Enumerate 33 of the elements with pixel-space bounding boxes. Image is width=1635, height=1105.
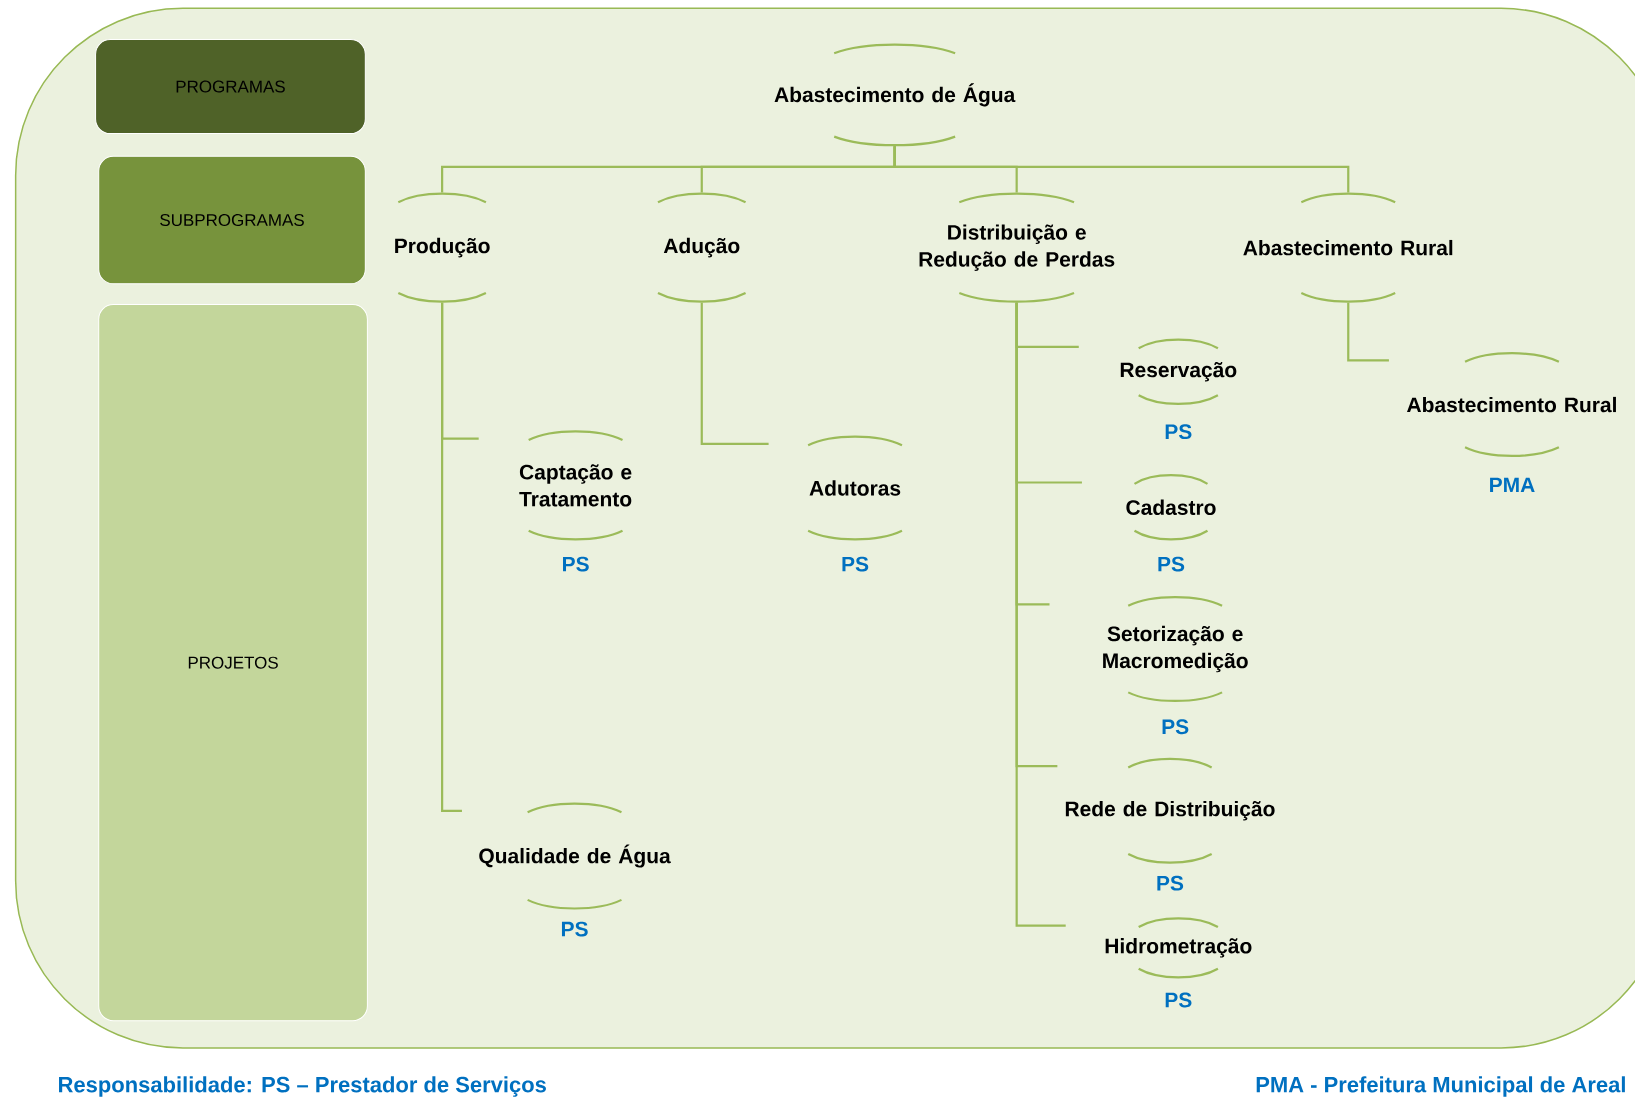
- responsibility-label: PS: [1157, 875, 1184, 891]
- connector-line: [1347, 302, 1389, 362]
- program-node: Hidrometração: [1105, 917, 1252, 979]
- program-node: Distribuição e Redução de Perdas: [919, 192, 1115, 303]
- program-node: Adução: [657, 192, 746, 303]
- program-node: Produção: [395, 192, 490, 303]
- responsibility-label: PS: [842, 556, 869, 572]
- program-node: Rede de Distribuição: [1065, 757, 1275, 864]
- responsibility-label: PMA: [1490, 477, 1535, 492]
- responsibility-label: PS: [1165, 424, 1192, 439]
- connector-line: [441, 302, 462, 812]
- program-node: Setorização e Macromedição: [1103, 596, 1248, 702]
- program-node: Abastecimento Rural: [1243, 192, 1453, 303]
- responsibility-label: PS: [1162, 719, 1189, 735]
- level-box: SUBPROGRAMAS: [98, 155, 366, 285]
- program-node: Abastecimento de Água: [774, 43, 1016, 147]
- responsibility-label: PS: [563, 556, 589, 572]
- responsibility-label: PS: [1158, 556, 1185, 572]
- responsibility-label: PS: [1165, 992, 1192, 1008]
- connector-line: [893, 146, 1350, 193]
- footnote-text: Responsabilidade: PS – Prestador de Serviços: [59, 1076, 546, 1097]
- program-node: Abastecimento Rural: [1407, 352, 1616, 457]
- program-node: Captação e Tratamento: [519, 430, 632, 541]
- footnote-text: PMA - Prefeitura Municipal de Areal: [1256, 1076, 1625, 1097]
- program-node: Qualidade de Água: [479, 802, 671, 910]
- responsibility-label: PS: [561, 921, 588, 937]
- program-node: Adutoras: [807, 435, 903, 541]
- program-node: Reservação: [1120, 338, 1237, 405]
- level-box: PROGRAMAS: [95, 38, 366, 134]
- program-node: Cadastro: [1126, 473, 1216, 541]
- connector-line: [1015, 302, 1066, 927]
- level-box: PROJETOS: [98, 303, 368, 1022]
- connector-line: [700, 302, 769, 445]
